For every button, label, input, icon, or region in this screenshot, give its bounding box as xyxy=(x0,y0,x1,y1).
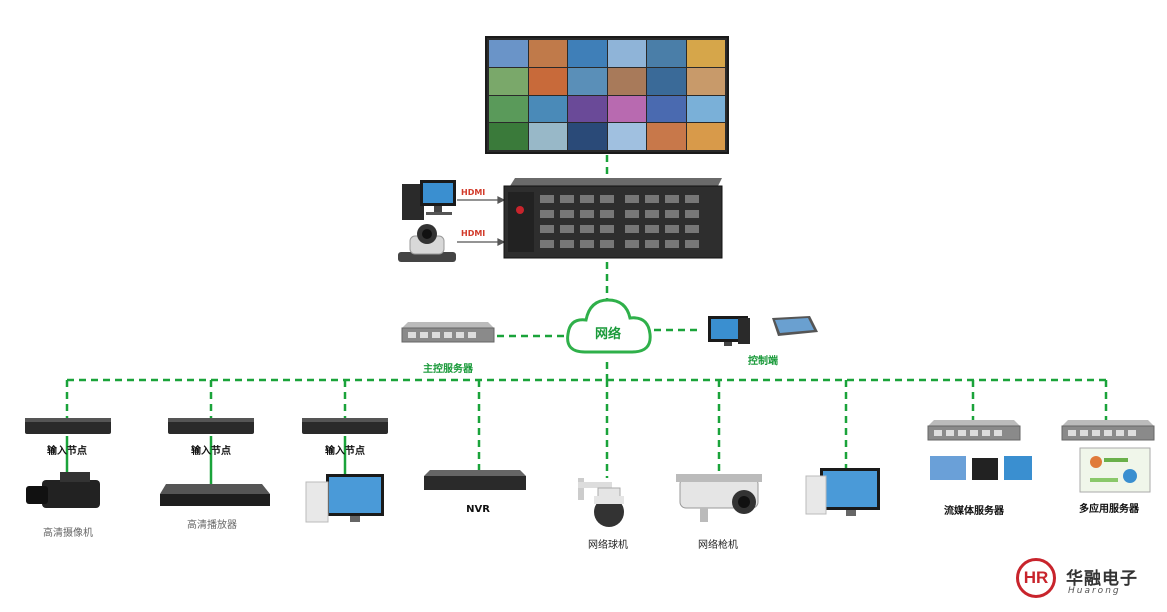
multi-server-label: 多应用服务器 xyxy=(1066,500,1152,515)
brand-sub: Huarong xyxy=(1068,586,1121,596)
brand-logo: HR xyxy=(1016,558,1056,598)
